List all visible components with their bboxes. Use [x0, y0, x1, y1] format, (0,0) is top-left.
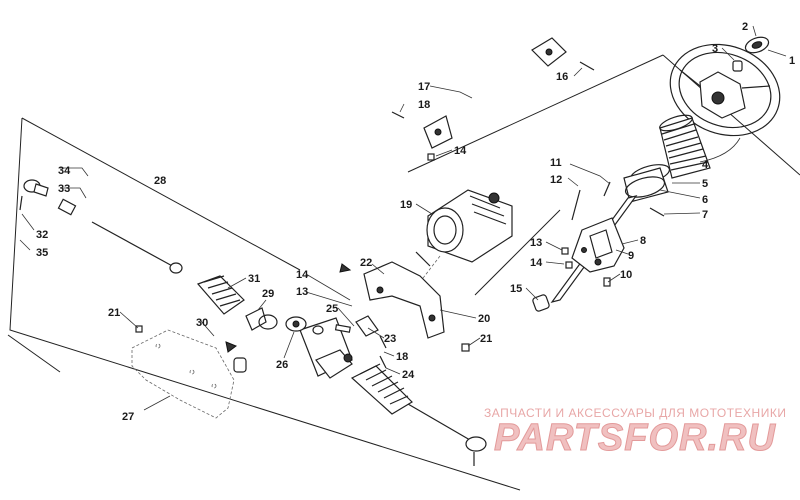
- watermark: ЗАПЧАСТИ И АКСЕССУАРЫ ДЛЯ МОТОТЕХНИКИ PA…: [484, 406, 786, 460]
- callout-5-label: 5: [702, 178, 708, 190]
- callout-23-label: 23: [384, 333, 396, 345]
- callout-1-label: 1: [789, 55, 795, 67]
- watermark-tagline: ЗАПЧАСТИ И АКСЕССУАРЫ ДЛЯ МОТОТЕХНИКИ: [484, 406, 786, 420]
- callout-16-label: 16: [556, 71, 568, 83]
- column-boot: [659, 114, 711, 179]
- callout-9-label: 9: [628, 250, 634, 262]
- callout-28-label: 28: [154, 175, 166, 187]
- rack-mount-bracket: [363, 261, 470, 352]
- steering-wheel: [669, 43, 781, 137]
- callout-17-label: 17: [418, 81, 430, 93]
- callout-12-label: 12: [550, 174, 562, 186]
- callout-14-label: 14: [454, 145, 467, 157]
- callout-33-label: 33: [58, 183, 70, 195]
- tie-rod-right: [407, 403, 487, 466]
- wheel-nut: [732, 60, 743, 72]
- callout-4-label: 4: [702, 159, 709, 171]
- callout-7-label: 7: [702, 209, 708, 221]
- callout-31-label: 31: [248, 273, 260, 285]
- steering-rack-group-frame: [7, 117, 521, 491]
- callout-25-label: 25: [326, 303, 338, 315]
- boot-ring: [245, 307, 267, 331]
- callout-21-label: 21: [480, 333, 492, 345]
- callout-24-label: 24: [402, 369, 415, 381]
- jam-nut-left: [57, 198, 77, 216]
- column-mount-bracket: [571, 217, 625, 273]
- callout-20-label: 20: [478, 313, 490, 325]
- callout-8-label: 8: [640, 235, 646, 247]
- callout-13-label: 13: [296, 286, 308, 298]
- callout-15-label: 15: [510, 283, 522, 295]
- callout-35-label: 35: [36, 247, 48, 259]
- tie-rod-end-left: [19, 179, 49, 211]
- callout-19-label: 19: [400, 199, 412, 211]
- steering-rack-housing: [285, 316, 353, 379]
- mount-plate: [131, 325, 247, 419]
- rack-boot-right: [350, 363, 413, 415]
- callout-26-label: 26: [276, 359, 288, 371]
- callout-labels: 2 1 3 4 5 6 7 8 9 10 11 12 13 14 15 16 1…: [36, 21, 795, 423]
- callout-32-label: 32: [36, 229, 48, 241]
- callout-30-label: 30: [196, 317, 208, 329]
- rack-boot-left: [196, 275, 245, 315]
- callout-6-label: 6: [702, 194, 708, 206]
- callout-1-label: 2: [742, 21, 748, 33]
- eps-motor-unit: [415, 189, 513, 283]
- callout-10-label: 10: [620, 269, 632, 281]
- boot-clamp: [258, 314, 278, 330]
- callout-11-label: 11: [550, 157, 562, 169]
- callout-27-label: 27: [122, 411, 134, 423]
- shaft-bolts: [391, 61, 595, 161]
- horn-cap: [744, 36, 770, 54]
- intermediate-shaft: [423, 37, 567, 149]
- watermark-brand: PARTSFOR.RU: [494, 417, 776, 459]
- callout-29-label: 29: [262, 288, 274, 300]
- callout-3-label: 3: [712, 43, 718, 55]
- callout-18-label: 18: [396, 351, 408, 363]
- callout-21-label: 21: [108, 307, 120, 319]
- callout-34-label: 34: [58, 165, 71, 177]
- bracket-arrow: [339, 263, 352, 273]
- column-small-bolts: [561, 181, 665, 287]
- callout-18-label: 18: [418, 99, 430, 111]
- callout-22-label: 22: [360, 257, 372, 269]
- callout-13-label: 13: [530, 237, 542, 249]
- callout-14-label: 14: [530, 257, 543, 269]
- leader-lines: [19, 25, 787, 411]
- callout-14-label: 14: [296, 269, 309, 281]
- inner-tie-rod-left: [91, 221, 183, 274]
